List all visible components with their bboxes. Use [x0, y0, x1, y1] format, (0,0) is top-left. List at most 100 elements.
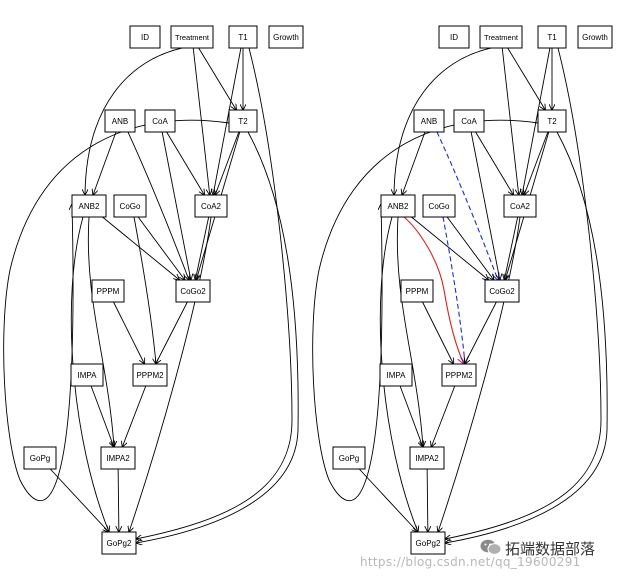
- node-treatment: Treatment: [479, 25, 523, 49]
- edge-t1-coa2: [522, 47, 551, 195]
- node-box: [537, 25, 567, 49]
- node-pppm2: PPPM2: [441, 363, 477, 387]
- edge-treatment-coa2: [192, 47, 210, 195]
- node-box: [100, 446, 136, 470]
- edge-anb-anb2: [93, 131, 117, 195]
- edge-coa2-gopg2: [129, 216, 212, 532]
- edge-treatment-t2: [198, 47, 237, 110]
- edge-anb-anb2: [402, 131, 426, 195]
- node-box: [91, 279, 125, 303]
- node-anb2: ANB2: [71, 194, 107, 218]
- node-label: PPPM2: [136, 371, 164, 380]
- node-box: [70, 363, 104, 387]
- node-gopg2: GoPg2: [410, 531, 446, 555]
- node-box: [228, 25, 258, 49]
- edge-cogo-pppm2: [133, 216, 156, 364]
- node-impa: IMPA: [70, 363, 104, 387]
- edge-impa-impa2: [90, 385, 114, 447]
- node-box: [104, 109, 136, 133]
- node-id: ID: [438, 25, 470, 49]
- node-label: IMPA: [387, 371, 407, 380]
- edge-impa-impa2: [399, 385, 423, 447]
- node-label: ANB: [421, 117, 437, 126]
- edge-t2-gopg2: [445, 131, 608, 543]
- node-box: [503, 194, 537, 218]
- node-treatment: Treatment: [170, 25, 214, 49]
- edge-cogo2-pppm2: [156, 301, 188, 364]
- edge-impa2-gopg2: [118, 468, 119, 532]
- node-label: PPPM: [406, 287, 429, 296]
- node-box: [268, 25, 304, 49]
- edge-t1-gopg2: [445, 47, 602, 539]
- node-box: [129, 25, 161, 49]
- node-t2: T2: [228, 109, 258, 133]
- node-box: [144, 109, 176, 133]
- edge-t1-gopg2: [136, 47, 293, 539]
- node-box: [101, 531, 137, 555]
- node-pppm: PPPM: [91, 279, 125, 303]
- node-label: GoPg: [30, 454, 50, 463]
- node-box: [400, 279, 434, 303]
- node-label: ID: [141, 33, 149, 42]
- node-box: [413, 109, 445, 133]
- node-box: [332, 446, 366, 470]
- node-box: [175, 279, 211, 303]
- node-coa: CoA: [453, 109, 485, 133]
- node-box: [453, 109, 485, 133]
- edge-pppm-pppm2: [422, 301, 454, 364]
- node-label: CoGo2: [489, 287, 515, 296]
- edge-cogo-pppm2: [442, 216, 465, 364]
- edge-coa2-gopg2: [438, 216, 521, 532]
- edge-coa2-cogo2: [504, 216, 519, 280]
- node-gopg: GoPg: [23, 446, 57, 470]
- node-label: Growth: [582, 33, 608, 42]
- node-box: [228, 109, 258, 133]
- node-cogo2: CoGo2: [484, 279, 520, 303]
- node-label: GoPg: [339, 454, 359, 463]
- node-id: ID: [129, 25, 161, 49]
- node-growth: Growth: [577, 25, 613, 49]
- edge-pppm2-impa2: [431, 385, 456, 447]
- node-cogo2: CoGo2: [175, 279, 211, 303]
- node-box: [379, 363, 413, 387]
- edge-coa-coa2: [166, 131, 205, 195]
- node-box: [170, 25, 214, 49]
- node-box: [422, 194, 456, 218]
- edge-cogo-cogo2: [446, 216, 494, 280]
- edge-pppm-pppm2: [113, 301, 145, 364]
- edge-gopg-gopg2: [49, 468, 109, 532]
- node-impa2: IMPA2: [409, 446, 445, 470]
- node-box: [441, 363, 477, 387]
- node-cogo: CoGo: [422, 194, 456, 218]
- node-label: Growth: [273, 33, 299, 42]
- node-box: [113, 194, 147, 218]
- node-impa2: IMPA2: [100, 446, 136, 470]
- edge-anb2-impa2: [87, 216, 114, 447]
- node-box: [194, 194, 228, 218]
- node-t2: T2: [537, 109, 567, 133]
- edge-anb2-cogo2: [102, 216, 179, 280]
- node-growth: Growth: [268, 25, 304, 49]
- edge-anb-cogo2: [436, 131, 498, 280]
- node-box: [71, 194, 107, 218]
- wechat-icon: [480, 539, 502, 555]
- node-label: IMPA2: [106, 454, 130, 463]
- node-coa2: CoA2: [503, 194, 537, 218]
- node-label: ID: [450, 33, 458, 42]
- node-label: CoA: [152, 117, 168, 126]
- node-label: ANB2: [388, 202, 409, 211]
- node-t1: T1: [228, 25, 258, 49]
- node-label: PPPM2: [445, 371, 473, 380]
- edge-anb-cogo2: [127, 131, 189, 280]
- edge-cogo-cogo2: [137, 216, 185, 280]
- node-impa: IMPA: [379, 363, 413, 387]
- node-label: CoA: [461, 117, 477, 126]
- edge-coa2-cogo2: [195, 216, 210, 280]
- edge-anb2-pppm2: [403, 216, 464, 364]
- node-gopg: GoPg: [332, 446, 366, 470]
- node-label: GoPg2: [416, 539, 441, 548]
- node-pppm: PPPM: [400, 279, 434, 303]
